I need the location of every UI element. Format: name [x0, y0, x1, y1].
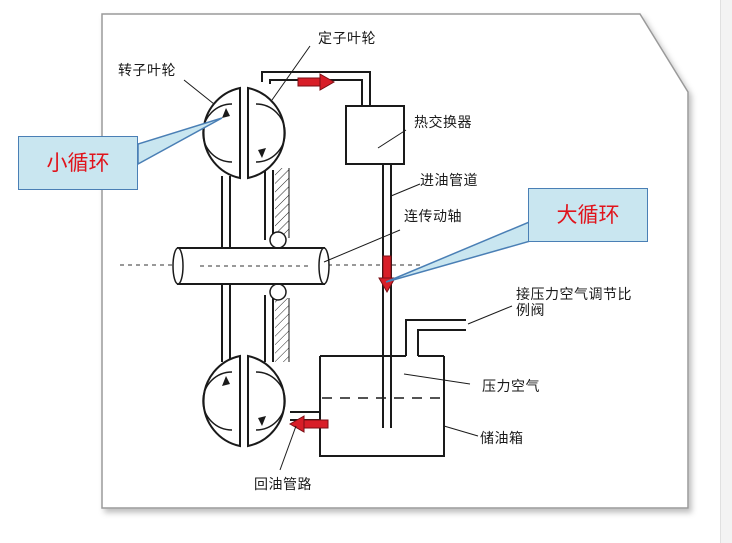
- housing-hatch-lower: [275, 298, 289, 362]
- page-edge: [720, 0, 732, 543]
- leader-rotor: [183, 79, 215, 105]
- stator-upper-flow-arrowhead: [258, 148, 266, 158]
- flow-arrow-top: [297, 73, 336, 91]
- bearing-upper: [269, 231, 287, 249]
- stator-lower-flow-arrowhead: [258, 416, 266, 426]
- leader-return-pipe: [279, 425, 297, 471]
- rotor-upper-flow-arrowhead: [222, 108, 230, 118]
- outlet-pipe-outer: [261, 71, 371, 106]
- leader-inlet-pipe: [390, 183, 421, 197]
- leader-heat-exchanger: [377, 129, 407, 149]
- rotor-upper-flow: [202, 103, 233, 163]
- label-pressure-valve-2: 例阀: [516, 303, 545, 319]
- leader-pressure-valve: [467, 305, 513, 325]
- stator-upper-flow: [255, 103, 286, 163]
- label-stator-impeller: 定子叶轮: [318, 31, 376, 47]
- flow-arrow-return: [288, 415, 329, 433]
- callout-large-cycle: 大循环: [528, 188, 648, 242]
- label-oil-tank: 储油箱: [480, 431, 524, 447]
- label-shaft: 连传动轴: [404, 209, 462, 225]
- shaft-end-right: [318, 247, 330, 285]
- oil-tank: [319, 356, 445, 457]
- leader-stator: [271, 45, 311, 101]
- small-cycle-pointer: [137, 117, 223, 166]
- shaft-end-left: [172, 247, 184, 285]
- leader-pressure-air: [403, 373, 471, 385]
- label-return-pipe: 回油管路: [254, 477, 312, 493]
- housing-hatch-upper: [275, 168, 289, 238]
- label-rotor-impeller: 转子叶轮: [118, 63, 176, 79]
- air-pipe-outer: [405, 319, 466, 356]
- label-heat-exchanger: 热交换器: [414, 115, 472, 131]
- heat-exchanger: [345, 105, 405, 165]
- label-oil-inlet-pipe: 进油管道: [420, 173, 478, 189]
- rotor-lower-flow-arrowhead: [222, 376, 230, 386]
- label-pressure-air: 压力空气: [482, 379, 540, 395]
- leader-shaft: [323, 229, 401, 263]
- bearing-lower: [269, 283, 287, 301]
- callout-small-cycle: 小循环: [18, 136, 138, 190]
- air-pipe-inner: [417, 329, 466, 356]
- stator-lower-flow: [255, 371, 286, 431]
- rotor-lower-flow: [202, 371, 233, 431]
- label-pressure-valve-1: 接压力空气调节比: [516, 287, 632, 303]
- flow-arrow-down: [378, 255, 396, 294]
- leader-oil-tank: [443, 425, 479, 437]
